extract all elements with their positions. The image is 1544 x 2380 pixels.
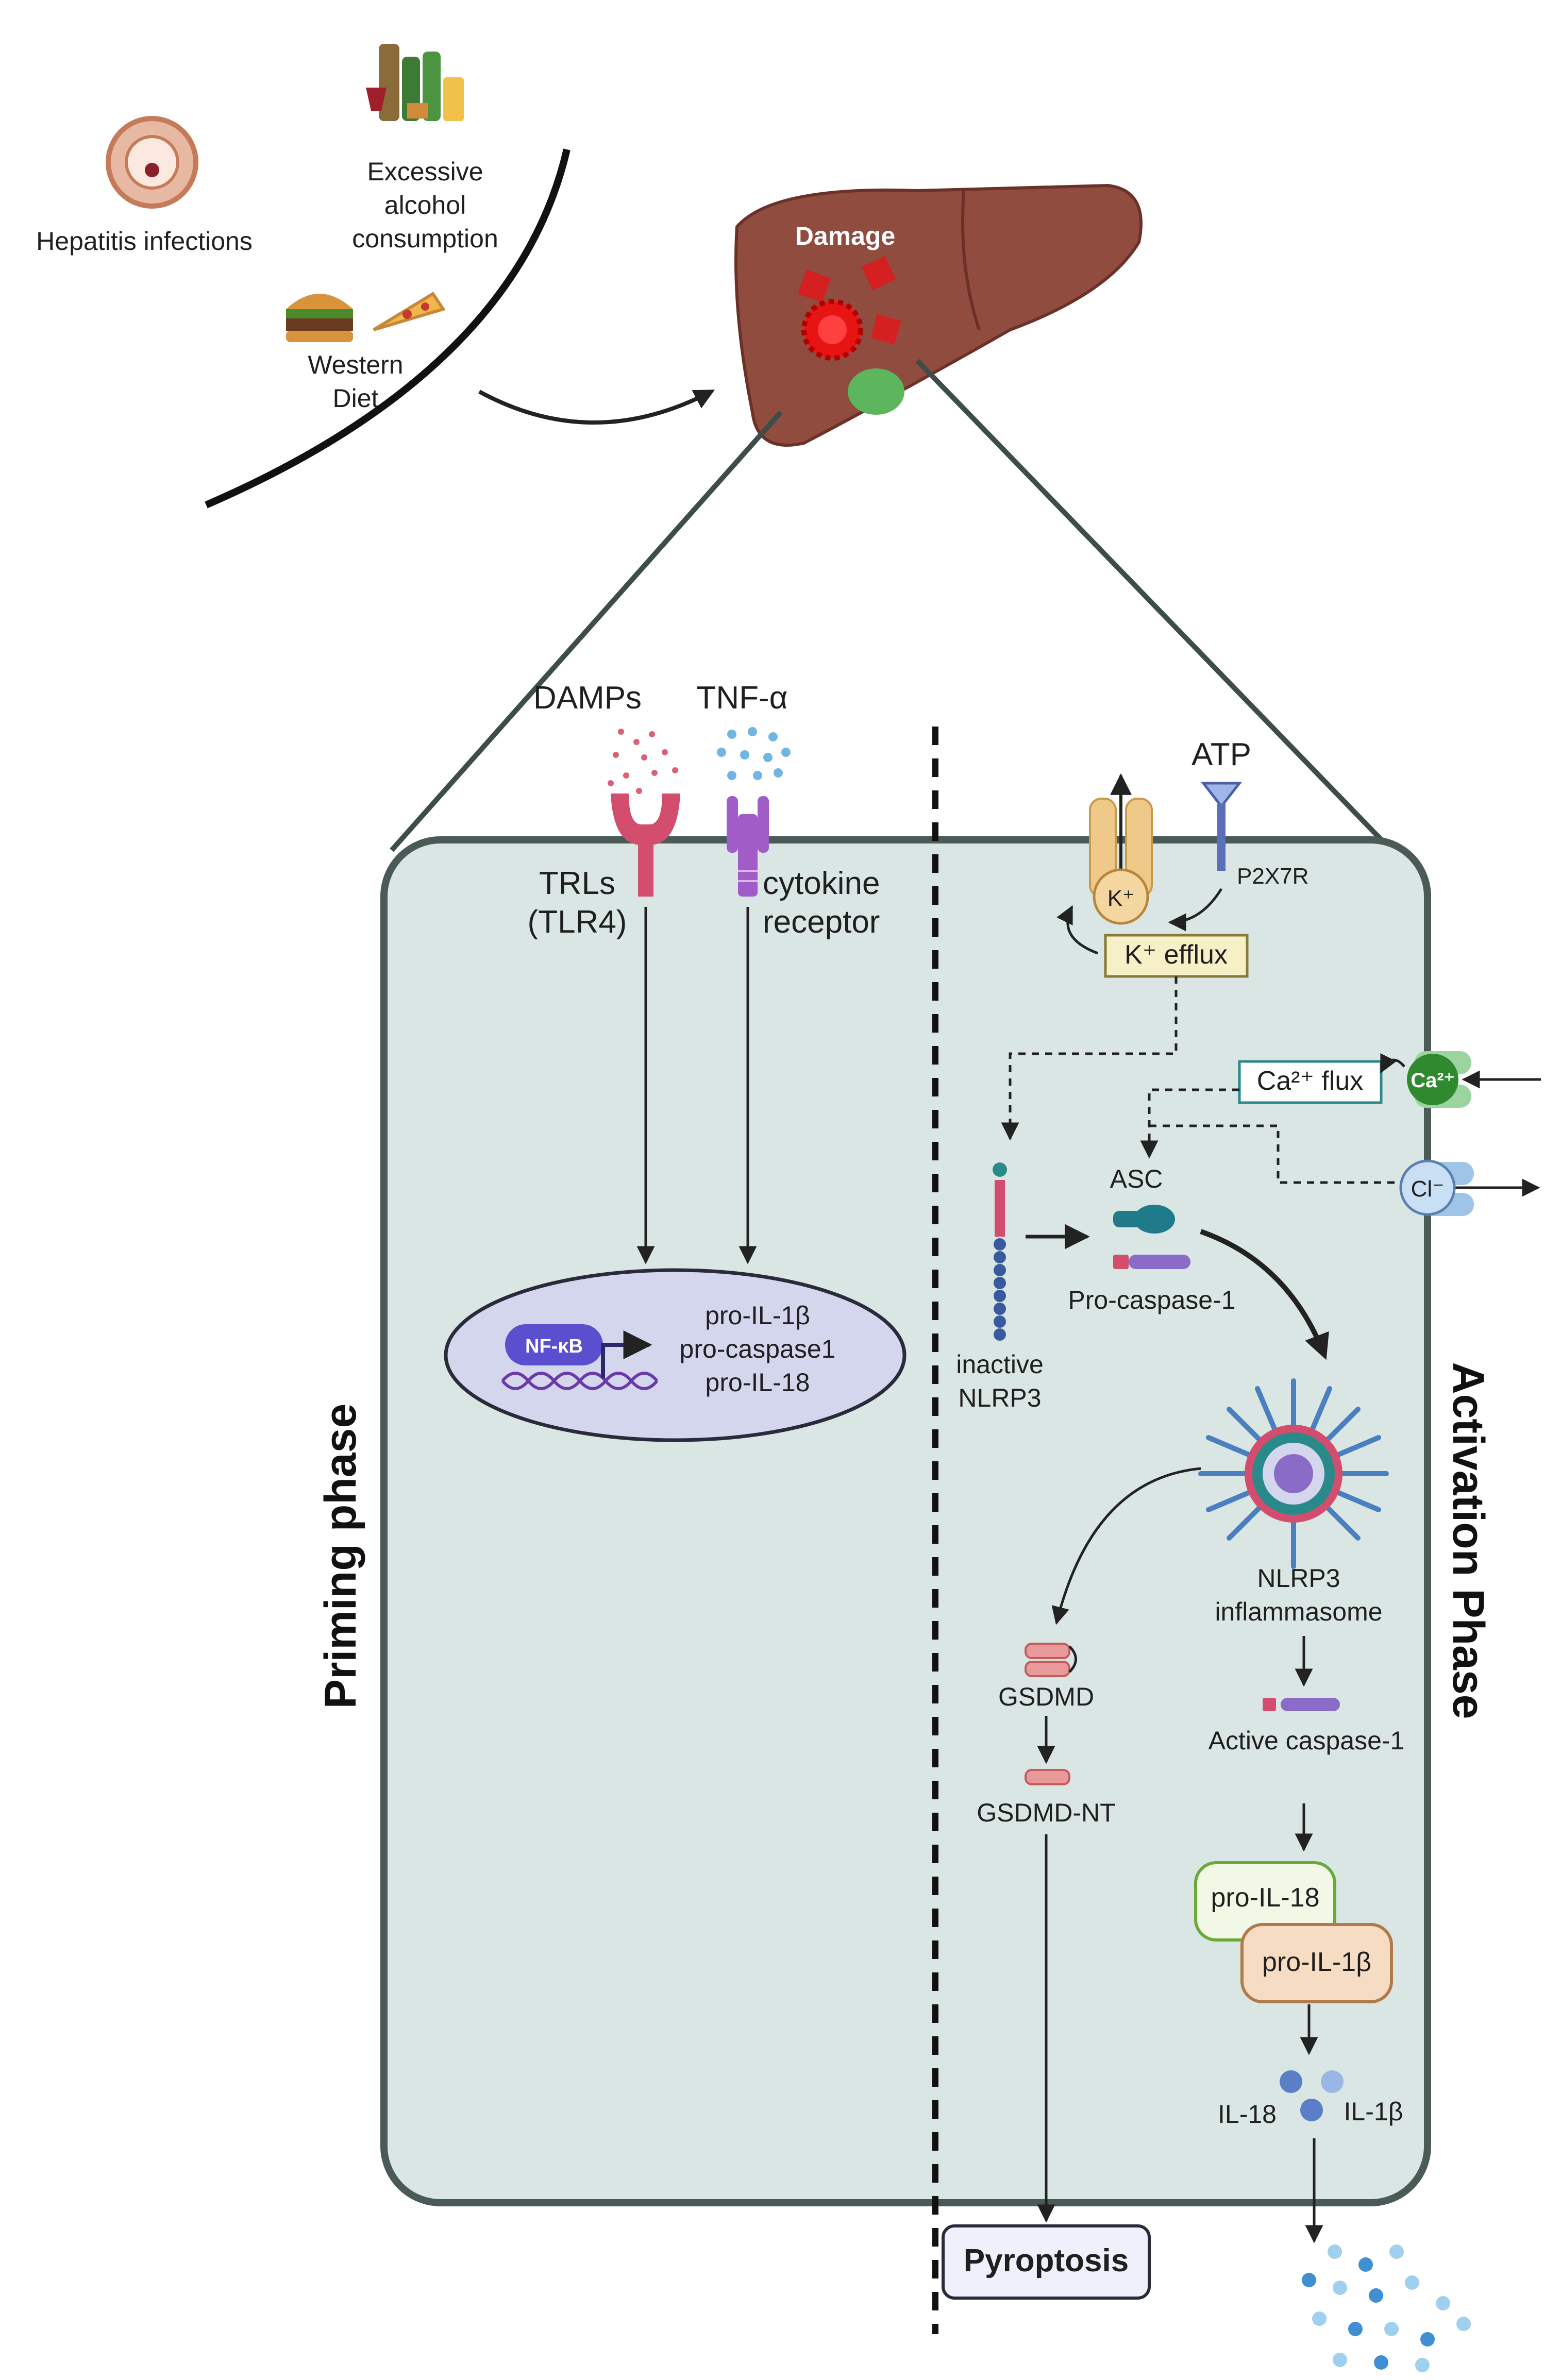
burger-icon (286, 294, 353, 342)
trls-label-1: TRLs (539, 866, 615, 901)
pyroptosis-label: Pyroptosis (964, 2243, 1129, 2278)
nucleus (444, 1268, 907, 1442)
efflux-to-k-arrow (1056, 905, 1098, 955)
il1b-label: IL-1β (1344, 2097, 1403, 2126)
asc-icon (1113, 1205, 1175, 1234)
nlrp3-inflammasome-icon (1198, 1378, 1389, 1569)
alcohol-label-2: alcohol (384, 191, 466, 220)
alcohol-bottles-icon (366, 44, 464, 121)
tlr4-receptor-icon (611, 794, 680, 897)
active-caspase-label: Active caspase-1 (1209, 1726, 1405, 1755)
dna-icon (501, 1372, 659, 1390)
zoom-line-left (390, 410, 783, 852)
gsdmd-nt-icon (1025, 1769, 1070, 1785)
damps-particles (608, 729, 678, 794)
diet-label-1: Western (308, 350, 403, 379)
il18-label: IL-18 (1218, 2100, 1277, 2129)
assembly-arrow (1200, 1229, 1329, 1360)
ca-flux-label: Ca²⁺ flux (1257, 1066, 1364, 1096)
cl-ion (1399, 1159, 1456, 1216)
damage-burst-icon (797, 256, 901, 361)
cytokine-label-2: receptor (763, 904, 880, 940)
cl-ion-label: Cl⁻ (1411, 1176, 1445, 1202)
cytokine-receptor-icon (727, 796, 769, 897)
nfkb-badge (505, 1324, 603, 1365)
k-ion-label: K⁺ (1107, 886, 1135, 911)
activation-phase-label: Activation Phase (1444, 1362, 1493, 1719)
pizza-icon (373, 291, 446, 331)
k-ion (1093, 868, 1149, 925)
damps-label: DAMPs (533, 680, 642, 716)
cytokine-label-1: cytokine (763, 866, 880, 901)
pro-il1b-box (1240, 1923, 1393, 2003)
trls-label-2: (TLR4) (528, 904, 627, 940)
p2x7r-to-efflux-arrow (1168, 888, 1223, 932)
gene-pro-caspase1: pro-caspase1 (680, 1335, 836, 1363)
inactive-nlrp3-label-1: inactive (956, 1350, 1044, 1379)
alcohol-label-3: consumption (352, 224, 498, 253)
asc-label: ASC (1110, 1164, 1163, 1193)
damage-label: Damage (795, 222, 896, 250)
zoom-line-right (915, 359, 1394, 852)
gsdmd-label: GSDMD (998, 1682, 1094, 1711)
ca-flux-box (1238, 1060, 1383, 1104)
k-efflux-label: K⁺ efflux (1125, 940, 1228, 970)
il-molecules-icon (1280, 2070, 1344, 2121)
p2x7r-receptor-icon (1200, 782, 1243, 871)
gene-pro-il1b: pro-IL-1β (705, 1301, 810, 1330)
gene-pro-il18: pro-IL-18 (706, 1368, 810, 1397)
inactive-nlrp3-icon (993, 1162, 1007, 1341)
priming-phase-label: Priming phase (316, 1404, 365, 1709)
tnf-label: TNF-α (696, 680, 787, 716)
k-efflux-box (1104, 934, 1249, 978)
active-caspase-icon (1263, 1698, 1340, 1711)
risk-to-liver-arrow (478, 390, 715, 425)
ca-ion (1407, 1054, 1458, 1105)
efflux-to-nlrp3-arrow (1001, 976, 1178, 1141)
secreted-cytokines (1302, 2244, 1471, 2372)
ca-flux-to-asc-arrow (1140, 1088, 1239, 1159)
gsdmd-nt-label: GSDMD-NT (977, 1798, 1115, 1827)
liver-icon (734, 183, 1143, 447)
divider-curve (205, 148, 570, 509)
pyroptosis-box (942, 2224, 1151, 2300)
p2x7r-label: P2X7R (1237, 864, 1308, 889)
atp-label: ATP (1191, 737, 1251, 772)
transcription-start-icon (601, 1330, 652, 1378)
tnf-particles (717, 727, 791, 780)
diet-label-2: Diet (333, 384, 379, 413)
pro-caspase-label: Pro-caspase-1 (1068, 1286, 1235, 1314)
hepatitis-label: Hepatitis infections (36, 227, 253, 256)
inflammasome-label-1: NLRP3 (1257, 1564, 1340, 1593)
nfkb-label: NF-κB (525, 1336, 583, 1357)
pro-il1b-label: pro-IL-1β (1262, 1947, 1371, 1977)
inflammasome-to-gsdmd-arrow (1051, 1467, 1201, 1625)
ca-ion-label: Ca²⁺ (1411, 1069, 1455, 1092)
ca-to-flux-arrow (1380, 1053, 1405, 1074)
hepatitis-virus-icon (106, 116, 198, 209)
inactive-nlrp3-label-2: NLRP3 (958, 1383, 1041, 1412)
gsdmd-icon (1025, 1643, 1077, 1677)
pro-il18-label: pro-IL-18 (1211, 1883, 1320, 1913)
inflammasome-label-2: inflammasome (1215, 1597, 1382, 1626)
pro-caspase-icon (1113, 1255, 1190, 1269)
alcohol-label-1: Excessive (367, 157, 483, 186)
